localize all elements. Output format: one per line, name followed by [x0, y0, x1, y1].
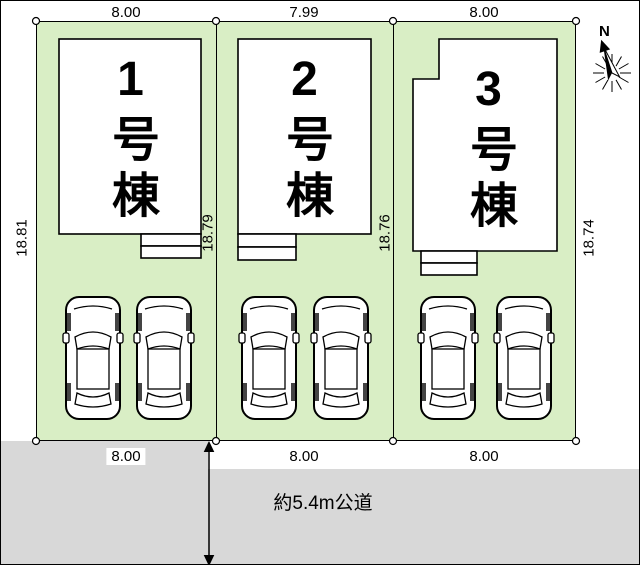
lot-3-label: 3号棟	[462, 63, 515, 236]
lot-1-label: 1号棟	[104, 53, 157, 226]
compass-icon	[593, 39, 631, 92]
north-label: N	[599, 23, 610, 40]
dim-bottom-lot3: 8.00	[464, 448, 504, 465]
dim-bottom-lot2: 8.00	[284, 448, 324, 465]
road-area-left	[1, 441, 208, 564]
road-area	[208, 469, 639, 564]
dim-between-lot1-2: 18.79	[199, 214, 217, 252]
dim-top-lot2: 7.99	[289, 4, 319, 21]
lot-2-label: 2号棟	[278, 53, 331, 226]
road-label: 約5.4m公道	[273, 493, 373, 514]
dim-top-lot3: 8.00	[469, 4, 499, 21]
dim-right-lot3: 18.74	[580, 219, 598, 257]
dim-top-lot1: 8.00	[111, 4, 141, 21]
dim-left-lot1: 18.81	[13, 219, 31, 257]
dim-bottom-lot1: 8.00	[106, 448, 146, 465]
dim-between-lot2-3: 18.76	[376, 214, 394, 252]
